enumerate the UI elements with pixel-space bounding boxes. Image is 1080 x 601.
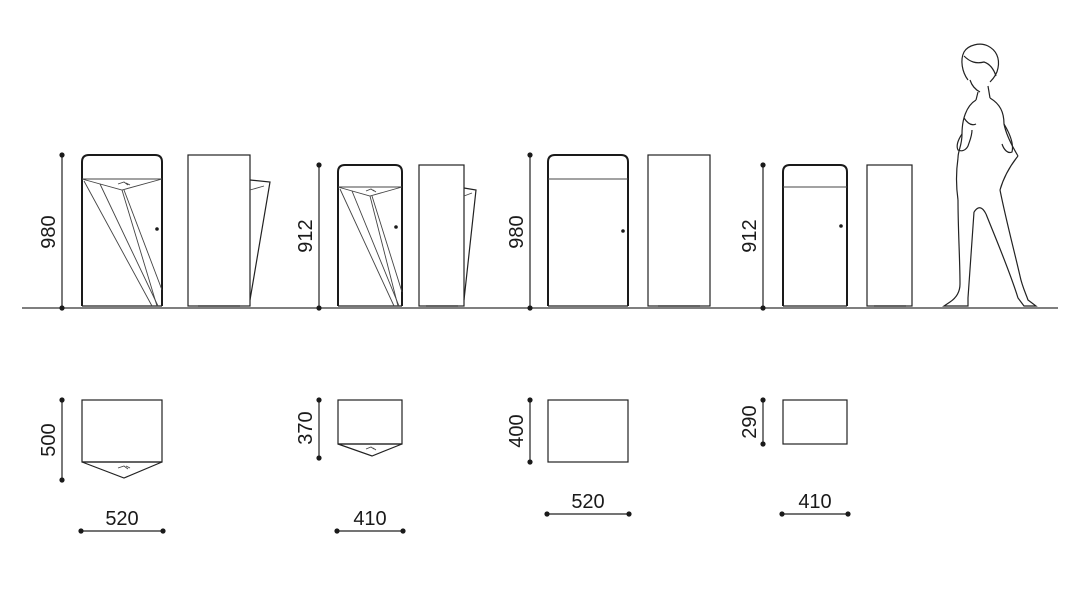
bin4-height-dimension: 912 — [739, 162, 766, 311]
bin1-plan-view — [81, 399, 163, 479]
bin4-depth-label: 290 — [739, 405, 761, 438]
bin2-depth-label: 370 — [295, 411, 317, 444]
bin2-height-dimension: 912 — [295, 162, 322, 311]
bin4-width-dimension: 410 — [779, 491, 851, 517]
bin4-height-label: 912 — [739, 219, 761, 252]
recycle-symbol-icon — [117, 181, 131, 186]
bin1-front-elevation — [81, 154, 163, 307]
bin1-side-elevation — [187, 154, 271, 307]
lock-icon — [839, 224, 843, 228]
bin3-plan-view — [547, 399, 629, 463]
bin2-depth-dimension: 370 — [295, 397, 322, 461]
bin4-width-label: 410 — [798, 491, 831, 513]
bin2-plan-view — [337, 399, 403, 457]
bin4-front-elevation — [782, 164, 848, 307]
bin4-plan-view — [782, 399, 848, 445]
bin2-height-label: 912 — [295, 219, 317, 252]
bin1-depth-dimension: 500 — [38, 397, 65, 483]
bin1-width-label: 520 — [105, 508, 138, 530]
bin3-front-elevation — [547, 154, 629, 307]
bin1-depth-label: 500 — [38, 423, 60, 456]
bin1-width-dimension: 520 — [78, 508, 166, 534]
bin2-side-elevation — [418, 164, 477, 307]
lock-icon — [394, 225, 398, 229]
recycle-symbol-icon — [365, 446, 377, 451]
bin2-width-label: 410 — [353, 508, 386, 530]
bin3-width-label: 520 — [571, 491, 604, 513]
bin4-side-elevation — [866, 164, 913, 307]
bin2-width-dimension: 410 — [334, 508, 406, 534]
bin1-height-label: 980 — [38, 215, 60, 248]
bin3-depth-dimension: 400 — [506, 397, 533, 465]
recycle-symbol-icon — [117, 465, 131, 470]
bin3-height-dimension: 980 — [506, 152, 533, 311]
lock-icon — [621, 229, 625, 233]
recycle-symbol-icon — [365, 188, 377, 193]
bin2-front-elevation — [337, 164, 403, 307]
bin3-width-dimension: 520 — [544, 491, 632, 517]
human-scale-figure-icon — [942, 43, 1038, 307]
bin4-depth-dimension: 290 — [739, 397, 766, 447]
lock-icon — [155, 227, 159, 231]
bin3-depth-label: 400 — [506, 414, 528, 447]
bin1-height-dimension: 980 — [38, 152, 65, 311]
bin3-height-label: 980 — [506, 215, 528, 248]
bin3-side-elevation — [647, 154, 711, 307]
